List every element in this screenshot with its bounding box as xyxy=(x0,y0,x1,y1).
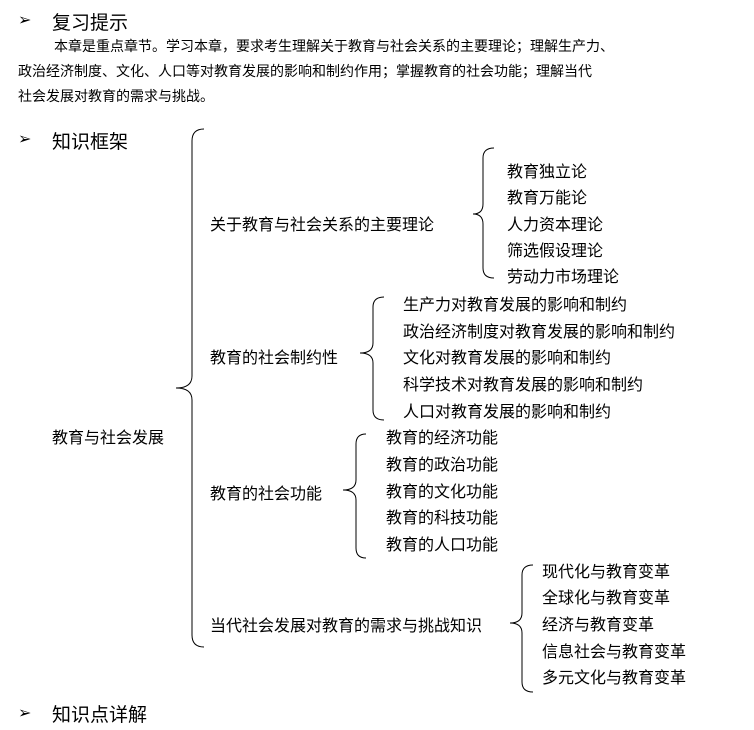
branch-label-theories: 关于教育与社会关系的主要理论 xyxy=(210,215,435,234)
leaf-item: 筛选假设理论 xyxy=(507,241,604,260)
branch-label-challenges: 当代社会发展对教育的需求与挑战知识 xyxy=(210,616,483,635)
section-title-review: 复习提示 xyxy=(52,12,129,34)
root-bracket xyxy=(175,128,205,648)
section-title-details: 知识点详解 xyxy=(52,704,148,726)
bullet-marker: ➢ xyxy=(18,129,32,148)
leaf-item: 现代化与教育变革 xyxy=(542,562,671,581)
leaf-item: 文化对教育发展的影响和制约 xyxy=(403,348,612,367)
branch-label-functions: 教育的社会功能 xyxy=(210,484,323,503)
leaf-item: 信息社会与教育变革 xyxy=(542,642,687,661)
leaf-item: 教育的文化功能 xyxy=(386,482,499,501)
leaf-item: 政治经济制度对教育发展的影响和制约 xyxy=(403,322,676,341)
leaf-item: 科学技术对教育发展的影响和制约 xyxy=(403,375,644,394)
tree-root: 教育与社会发展 xyxy=(52,428,165,447)
branch-bracket-theories xyxy=(472,147,495,279)
leaf-item: 教育的人口功能 xyxy=(386,535,499,554)
leaf-item: 人口对教育发展的影响和制约 xyxy=(403,402,612,421)
leaf-item: 经济与教育变革 xyxy=(542,615,655,634)
branch-bracket-challenges xyxy=(509,564,534,693)
leaf-item: 教育的经济功能 xyxy=(386,428,499,447)
leaf-item: 多元文化与教育变革 xyxy=(542,668,687,687)
review-paragraph-line-3: 社会发展对教育的需求与挑战。 xyxy=(18,89,214,105)
bullet-marker: ➢ xyxy=(18,703,32,722)
leaf-item: 教育万能论 xyxy=(507,188,588,207)
section-title-framework: 知识框架 xyxy=(52,131,129,153)
leaf-item: 全球化与教育变革 xyxy=(542,588,671,607)
leaf-item: 人力资本理论 xyxy=(507,215,604,234)
review-paragraph-line-2: 政治经济制度、文化、人口等对教育发展的影响和制约作用；掌握教育的社会功能；理解当… xyxy=(18,64,592,80)
branch-label-constraints: 教育的社会制约性 xyxy=(210,348,339,367)
leaf-item: 教育的政治功能 xyxy=(386,455,499,474)
bullet-marker: ➢ xyxy=(18,10,32,29)
branch-bracket-functions xyxy=(342,433,367,559)
leaf-item: 教育独立论 xyxy=(507,162,588,181)
leaf-item: 劳动力市场理论 xyxy=(507,267,620,286)
review-paragraph-line-1: 本章是重点章节。学习本章，要求考生理解关于教育与社会关系的主要理论；理解生产力、 xyxy=(54,39,614,55)
leaf-item: 生产力对教育发展的影响和制约 xyxy=(403,295,628,314)
branch-bracket-constraints xyxy=(359,296,385,421)
leaf-item: 教育的科技功能 xyxy=(386,508,499,527)
